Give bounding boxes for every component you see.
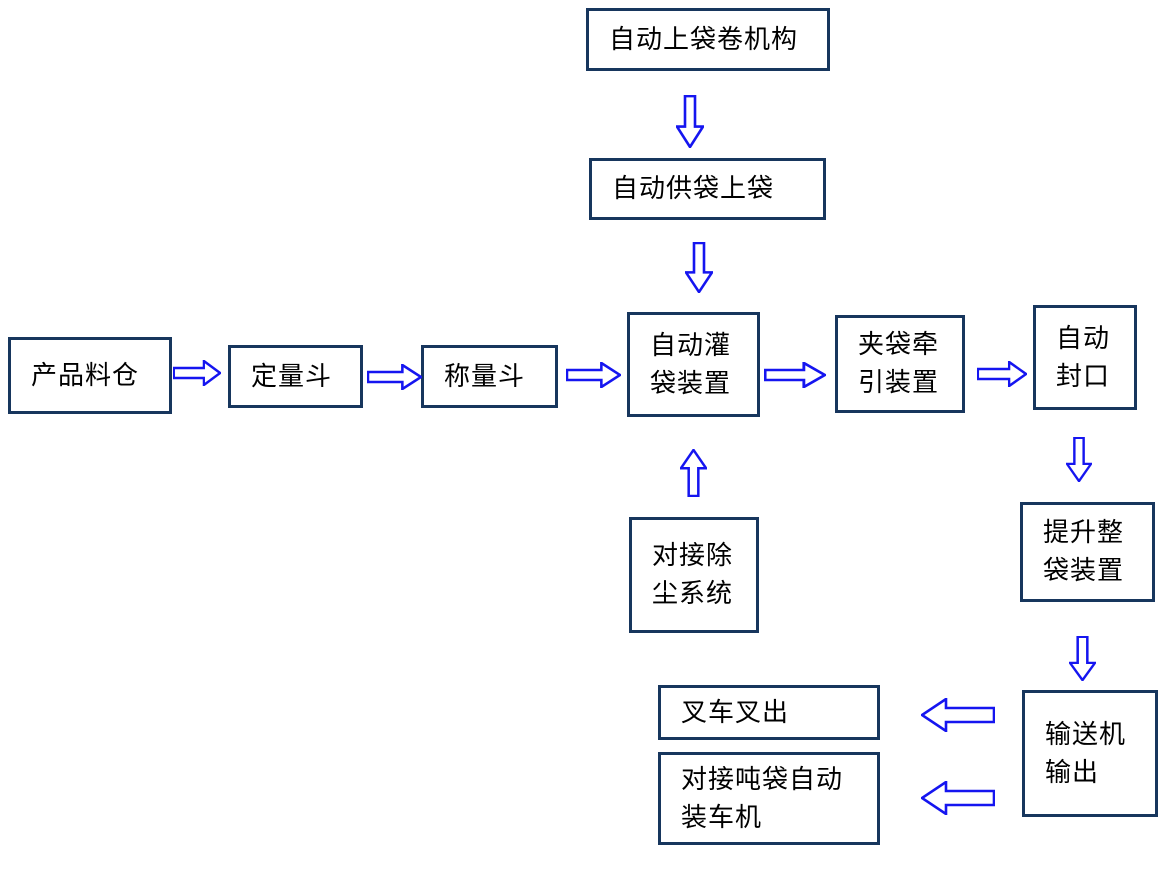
node-product-silo: 产品料仓 [8, 337, 172, 414]
arrow-right-clamp-to-seal-icon [977, 361, 1027, 387]
node-label: 对接吨袋自动 装车机 [681, 764, 844, 832]
node-bag-lifting-device: 提升整 袋装置 [1020, 502, 1155, 602]
node-label: 自动灌 袋装置 [650, 330, 732, 398]
node-label: 输送机 输出 [1045, 719, 1127, 787]
node-forklift-out: 叉车叉出 [658, 685, 880, 740]
arrow-right-silo-to-quant-icon [173, 360, 221, 386]
arrow-right-quant-to-weigh-icon [367, 364, 422, 390]
node-weighing-hopper: 称量斗 [421, 345, 558, 408]
node-label: 称量斗 [444, 361, 526, 391]
node-label: 自动 封口 [1056, 323, 1111, 391]
node-conveyor-output: 输送机 输出 [1022, 690, 1158, 817]
node-label: 叉车叉出 [681, 697, 790, 727]
arrow-right-weigh-to-filling-icon [566, 362, 621, 388]
node-label: 提升整 袋装置 [1043, 518, 1125, 585]
node-label: 自动供袋上袋 [612, 174, 775, 204]
node-label: 产品料仓 [31, 360, 140, 390]
node-auto-filling-device: 自动灌 袋装置 [627, 312, 760, 417]
node-label: 对接除 尘系统 [652, 541, 734, 608]
arrow-left-conveyor-to-forklift-icon [921, 698, 995, 732]
node-auto-bag-roll-mechanism: 自动上袋卷机构 [586, 8, 830, 71]
node-dust-removal-system: 对接除 尘系统 [629, 517, 759, 633]
node-auto-bag-supply: 自动供袋上袋 [589, 158, 826, 220]
arrow-right-filling-to-clamp-icon [764, 362, 826, 388]
node-label: 自动上袋卷机构 [609, 24, 799, 54]
node-ton-bag-truck-loader: 对接吨袋自动 装车机 [658, 752, 880, 845]
node-label: 定量斗 [251, 361, 333, 391]
arrow-down-seal-to-lift-icon [1066, 437, 1092, 482]
arrow-left-conveyor-to-truckloader-icon [921, 781, 995, 815]
arrow-up-dust-to-filling-icon [680, 449, 707, 497]
node-label: 夹袋牵 引装置 [858, 330, 940, 397]
arrow-down-bagroll-to-supply-icon [676, 95, 704, 148]
node-quantitative-hopper: 定量斗 [228, 345, 363, 408]
arrow-down-supply-to-filling-icon [685, 242, 713, 293]
node-auto-sealing: 自动 封口 [1033, 305, 1137, 410]
arrow-down-lift-to-conveyor-icon [1069, 636, 1096, 681]
node-bag-clamp-traction-device: 夹袋牵 引装置 [835, 315, 965, 413]
